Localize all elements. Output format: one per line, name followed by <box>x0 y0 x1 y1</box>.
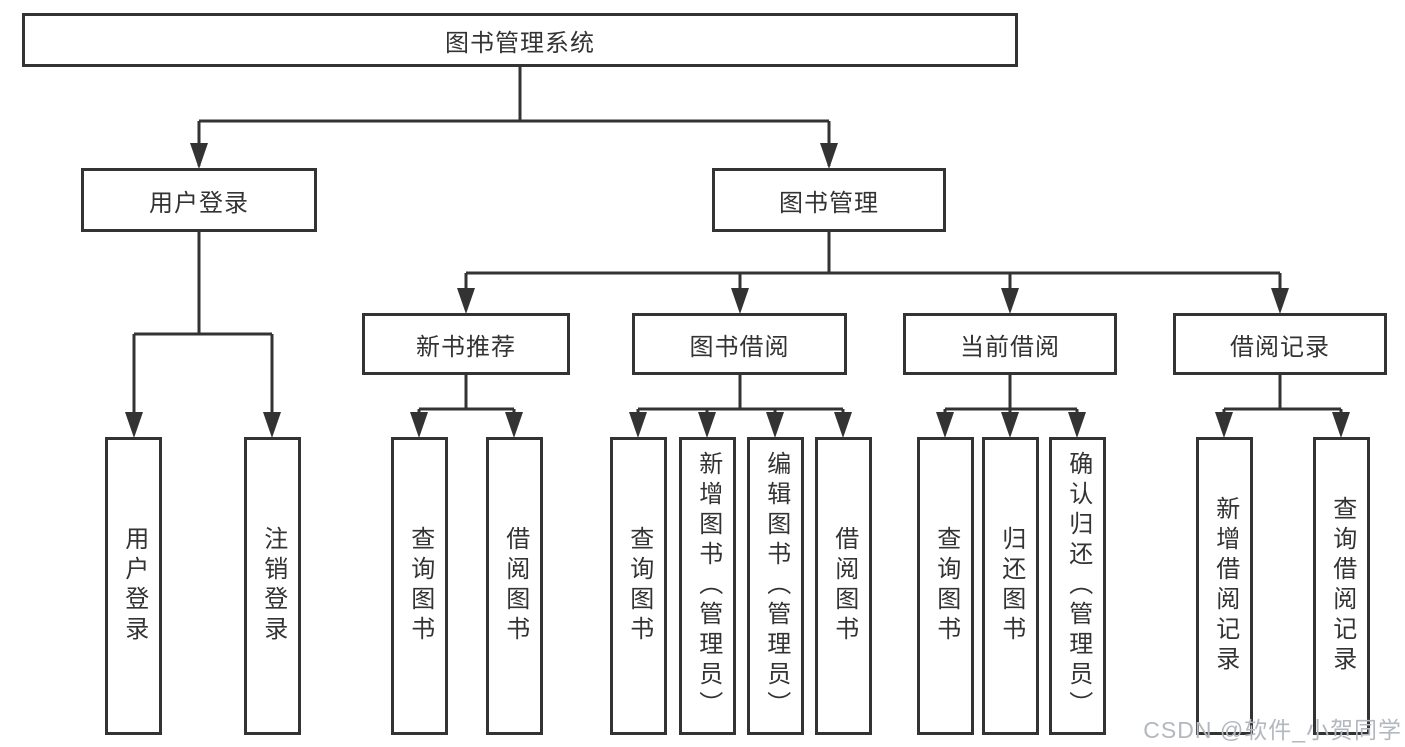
leaf-borrow-books-recommend-label: 借阅图书 <box>501 526 529 646</box>
leaf-return-book-label: 归还图书 <box>997 526 1025 646</box>
leaf-query-books-recommend-label: 查询图书 <box>406 526 434 646</box>
node-new-book-recommend: 新书推荐 <box>362 313 570 375</box>
node-book-borrowing-label: 图书借阅 <box>689 333 790 361</box>
node-current-borrowing: 当前借阅 <box>903 313 1117 375</box>
leaf-confirm-return-admin-label: 确认归还（管理员） <box>1064 451 1092 721</box>
node-borrowing-records-label: 借阅记录 <box>1230 333 1330 361</box>
leaf-query-books-recommend: 查询图书 <box>391 437 448 735</box>
leaf-add-book-admin: 新增图书（管理员） <box>679 437 736 735</box>
leaf-add-borrow-record-label: 新增借阅记录 <box>1211 496 1239 676</box>
leaf-user-login-label: 用户登录 <box>120 526 148 646</box>
leaf-return-book: 归还图书 <box>982 437 1039 735</box>
leaf-query-books-current-label: 查询图书 <box>932 526 960 646</box>
node-book-borrowing: 图书借阅 <box>632 313 847 375</box>
node-root: 图书管理系统 <box>22 13 1018 67</box>
leaf-user-login: 用户登录 <box>105 437 162 735</box>
node-current-borrowing-label: 当前借阅 <box>960 333 1060 361</box>
leaf-query-books-current: 查询图书 <box>917 437 974 735</box>
leaf-borrow-books-recommend: 借阅图书 <box>486 437 543 735</box>
leaf-query-borrow-record-label: 查询借阅记录 <box>1328 496 1356 676</box>
leaf-edit-book-admin-label: 编辑图书（管理员） <box>762 451 790 721</box>
leaf-borrow-books-borrowing: 借阅图书 <box>815 437 872 735</box>
leaf-add-borrow-record: 新增借阅记录 <box>1196 437 1253 735</box>
leaf-add-book-admin-label: 新增图书（管理员） <box>694 451 722 721</box>
leaf-edit-book-admin: 编辑图书（管理员） <box>747 437 804 735</box>
csdn-watermark: CSDN @软件_小贺同学 <box>1143 717 1402 743</box>
node-user-login-branch-label: 用户登录 <box>149 189 249 217</box>
node-new-book-recommend-label: 新书推荐 <box>416 333 516 361</box>
node-book-management-branch: 图书管理 <box>712 168 946 232</box>
node-root-label: 图书管理系统 <box>445 29 595 57</box>
node-borrowing-records: 借阅记录 <box>1173 313 1387 375</box>
node-user-login-branch: 用户登录 <box>81 168 317 232</box>
leaf-logout-login-label: 注销登录 <box>259 526 287 646</box>
leaf-borrow-books-borrowing-label: 借阅图书 <box>830 526 858 646</box>
leaf-query-borrow-record: 查询借阅记录 <box>1313 437 1370 735</box>
leaf-logout-login: 注销登录 <box>244 437 301 735</box>
leaf-query-books-borrowing: 查询图书 <box>610 437 667 735</box>
node-book-management-branch-label: 图书管理 <box>779 189 879 217</box>
leaf-query-books-borrowing-label: 查询图书 <box>625 526 653 646</box>
leaf-confirm-return-admin: 确认归还（管理员） <box>1049 437 1106 735</box>
